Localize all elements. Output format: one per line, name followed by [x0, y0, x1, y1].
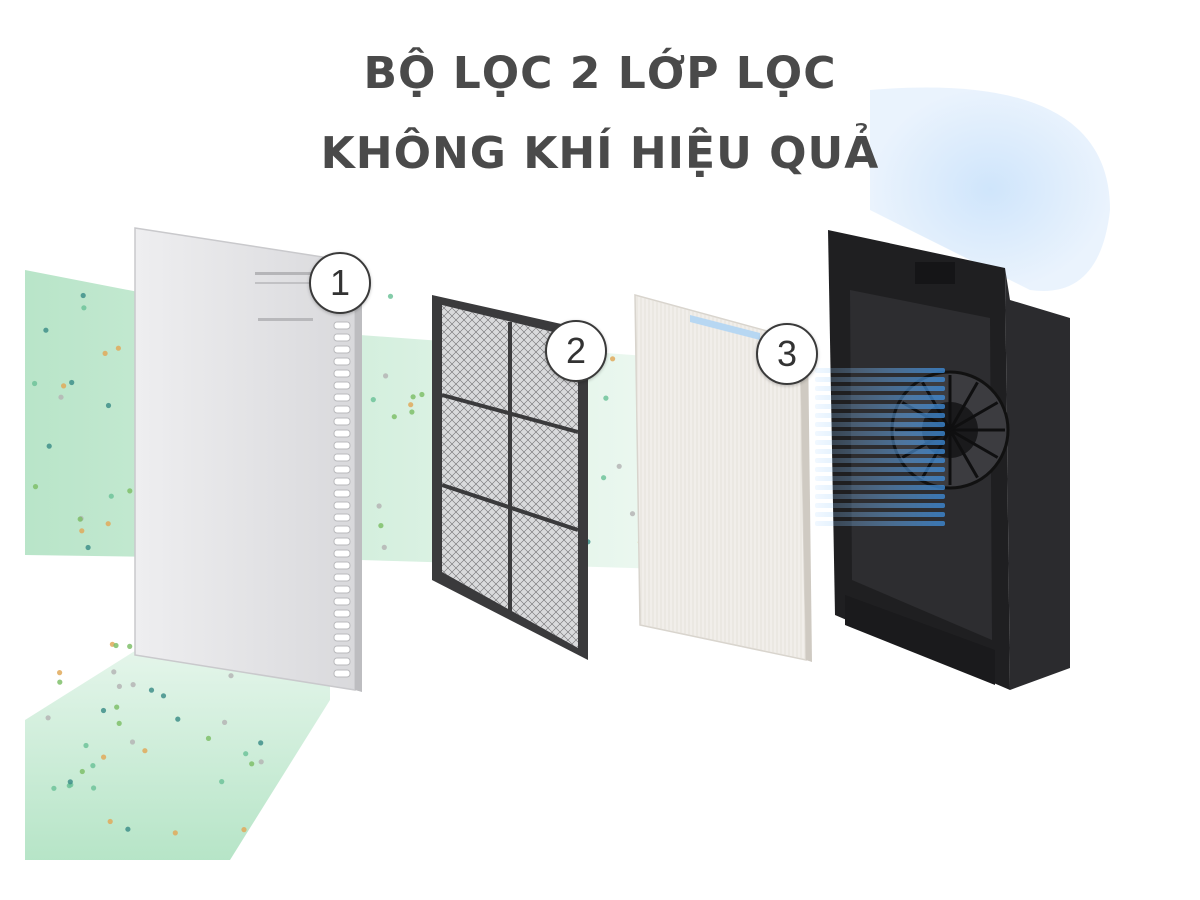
- dust-particle: [116, 720, 122, 727]
- dust-particle: [90, 763, 96, 769]
- dust-particle: [58, 394, 64, 400]
- dust-particle: [81, 305, 87, 311]
- step-badge-2: 2: [545, 320, 607, 382]
- dust-particle: [85, 544, 91, 551]
- dust-particle: [175, 716, 181, 722]
- dust-particle: [91, 785, 97, 791]
- dust-particle: [130, 682, 136, 688]
- dust-particle: [127, 643, 133, 650]
- dust-particle: [410, 394, 416, 400]
- dust-particle: [378, 523, 384, 529]
- mesh-prefilter-icon: [432, 295, 588, 660]
- page-title-line-1: BỘ LỌC 2 LỚP LỌC: [363, 48, 837, 99]
- dust-particle: [205, 735, 212, 742]
- dust-particle: [31, 380, 38, 387]
- dust-particle: [43, 327, 49, 333]
- dust-particle: [243, 751, 249, 757]
- dust-particle: [172, 830, 178, 836]
- dust-particle: [113, 642, 119, 649]
- dust-particle: [258, 740, 264, 746]
- dust-particle: [114, 704, 120, 710]
- dust-particle: [381, 544, 387, 551]
- dust-particle: [101, 754, 107, 760]
- dust-particle: [100, 707, 107, 714]
- dust-particle: [125, 826, 131, 832]
- dust-particle: [409, 409, 415, 415]
- dust-particle: [391, 414, 397, 420]
- dust-particle: [370, 397, 376, 403]
- hepa-filter-icon: [634, 294, 812, 662]
- front-panel-filter-icon: [134, 227, 362, 692]
- dust-particle: [46, 443, 52, 449]
- dust-particle: [148, 687, 155, 693]
- dust-particle: [69, 379, 75, 386]
- dust-particle: [83, 742, 89, 749]
- dust-particle: [79, 768, 85, 775]
- dust-particle: [219, 779, 225, 785]
- dust-particle: [80, 292, 86, 299]
- dust-particle: [45, 715, 51, 721]
- dust-particle: [603, 395, 609, 401]
- dust-particle: [610, 356, 616, 362]
- dust-particle: [249, 761, 255, 767]
- blue-glow-shape: [870, 87, 1110, 291]
- dust-particle: [129, 739, 136, 745]
- dust-particle: [228, 673, 234, 679]
- dust-particle: [616, 463, 622, 469]
- dust-particle: [160, 693, 167, 699]
- dust-particle: [107, 818, 113, 825]
- dust-particle: [61, 383, 67, 389]
- dust-particle: [51, 785, 57, 791]
- dust-particle: [32, 484, 39, 490]
- dust-particle: [77, 516, 83, 522]
- dust-particle: [105, 521, 111, 527]
- dust-particle: [142, 748, 148, 754]
- dust-particle: [108, 493, 114, 499]
- dust-particle: [408, 402, 414, 408]
- step-badge-3: 3: [756, 323, 818, 385]
- dust-particle: [376, 503, 382, 509]
- dust-particle: [419, 391, 425, 398]
- dust-particle: [222, 719, 228, 726]
- dust-particle: [67, 779, 73, 785]
- page-title-line-2: KHÔNG KHÍ HIỆU QUẢ: [320, 128, 880, 179]
- dust-particle: [57, 670, 63, 676]
- dust-particle: [383, 373, 389, 379]
- dust-particle: [258, 759, 264, 765]
- dust-particle: [601, 475, 607, 481]
- dust-particle: [102, 350, 108, 356]
- step-badge-1: 1: [309, 252, 371, 314]
- dust-particle: [629, 511, 636, 517]
- green-airflow-stream: [25, 270, 700, 570]
- dust-particle: [79, 528, 85, 534]
- blue-airflow-stream: [815, 368, 945, 526]
- dust-particle: [57, 679, 63, 685]
- dust-particle: [241, 827, 247, 833]
- dust-particle: [116, 683, 122, 690]
- dust-particle: [111, 669, 117, 675]
- dust-particle: [105, 402, 112, 409]
- dust-particle: [127, 488, 133, 494]
- dust-particle: [387, 293, 394, 299]
- dust-particle: [115, 345, 121, 351]
